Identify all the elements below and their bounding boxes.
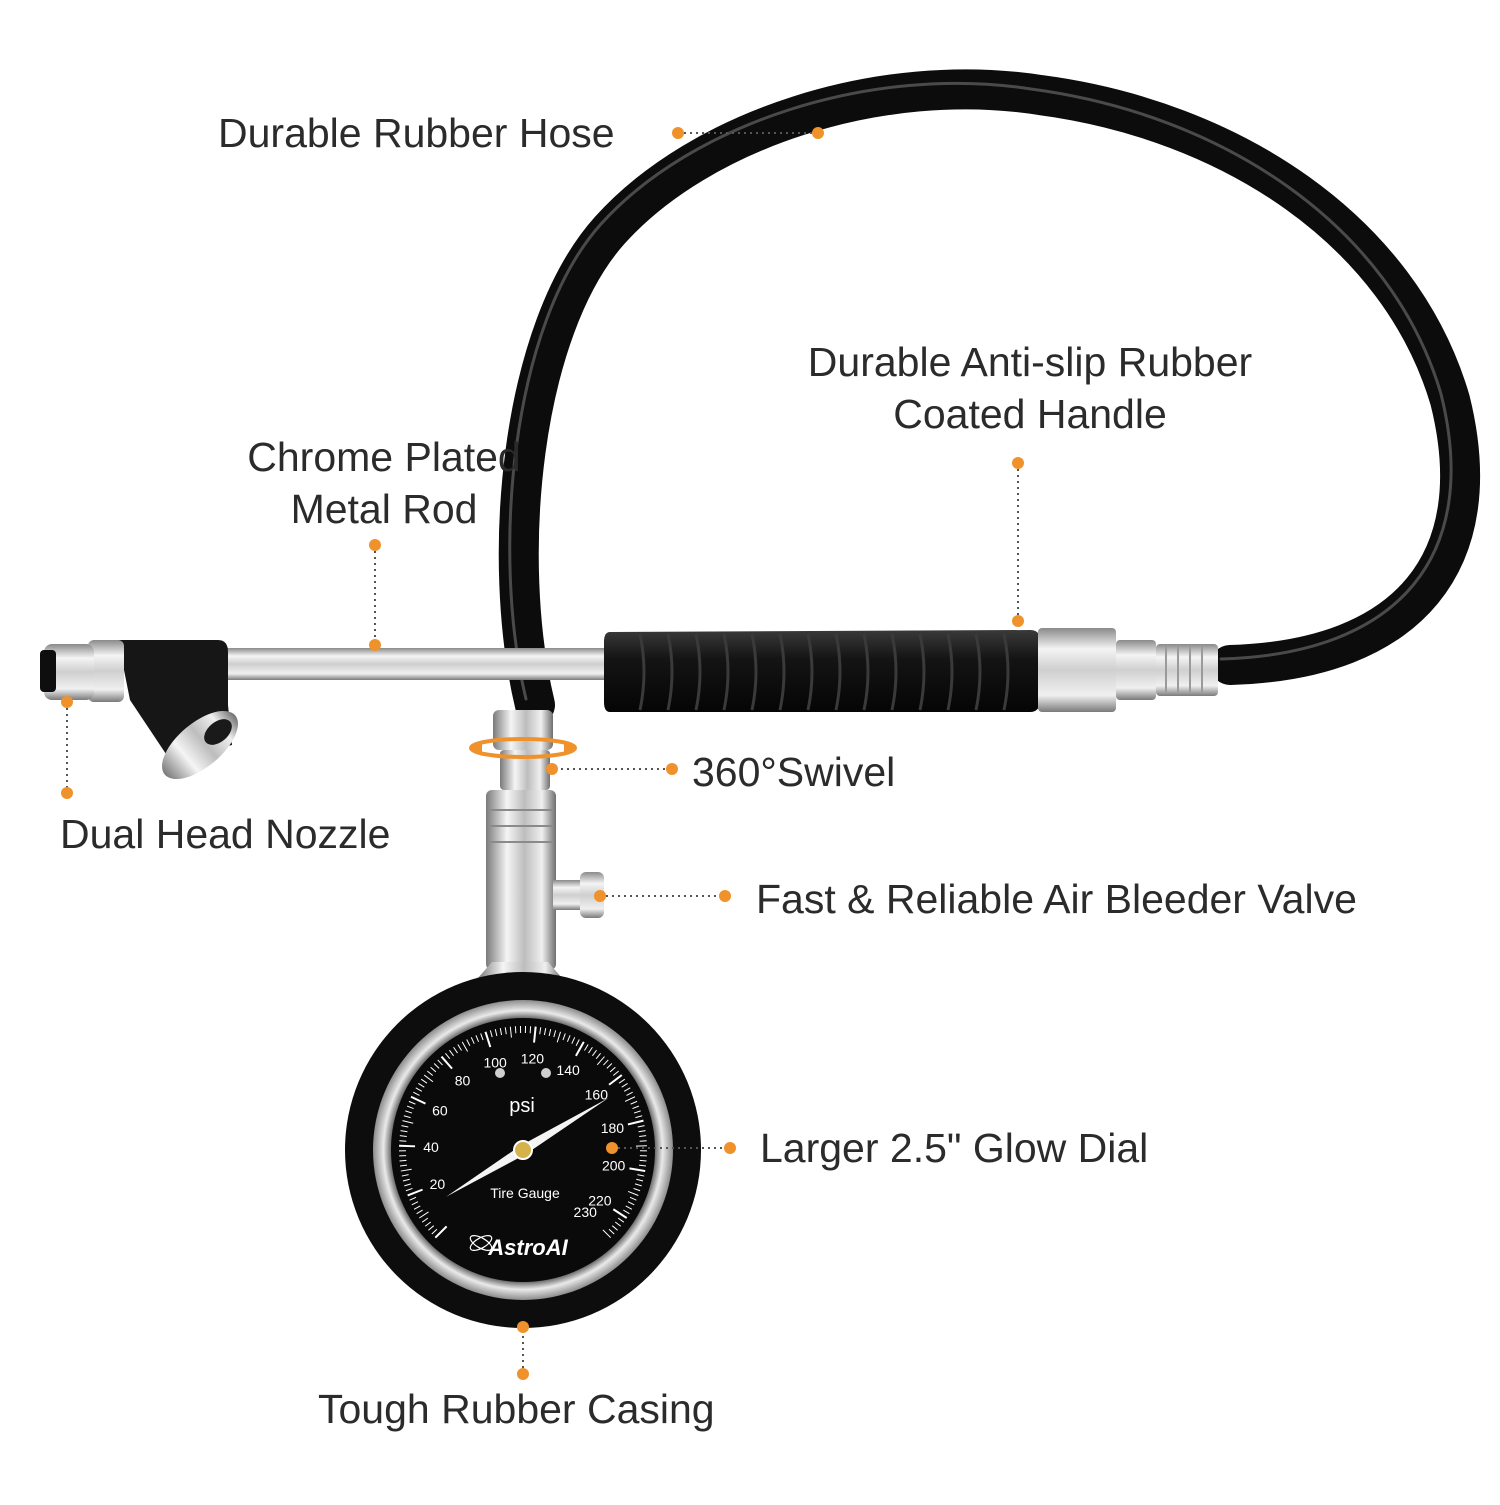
gauge-scale-label: 80 xyxy=(455,1073,471,1089)
swivel-stem xyxy=(478,710,562,978)
callout-rod-line1: Chrome Plated xyxy=(214,431,554,483)
gauge-scale-label: 100 xyxy=(483,1054,507,1070)
callout-rod: Chrome Plated Metal Rod xyxy=(214,431,554,535)
gauge-scale-label: 120 xyxy=(521,1050,545,1066)
callout-handle: Durable Anti-slip Rubber Coated Handle xyxy=(780,336,1280,440)
hose-fitting xyxy=(1038,628,1218,712)
brand-logo: AstroAI xyxy=(487,1235,568,1260)
gauge-scale-label: 20 xyxy=(430,1176,446,1192)
gauge-tick xyxy=(399,1146,415,1147)
callout-handle-line2: Coated Handle xyxy=(780,388,1280,440)
gauge-tick xyxy=(399,1160,406,1161)
gauge-scale-label: 160 xyxy=(585,1086,609,1102)
gauge-scale-label: 60 xyxy=(432,1102,448,1118)
gauge-scale-label: 40 xyxy=(423,1139,439,1155)
callout-casing: Tough Rubber Casing xyxy=(318,1383,715,1435)
gauge-scale-label: 230 xyxy=(574,1204,598,1220)
callout-swivel: 360°Swivel xyxy=(692,746,895,798)
dual-head-nozzle xyxy=(40,640,249,791)
gauge-scale-label: 140 xyxy=(556,1062,580,1078)
callout-dial: Larger 2.5" Glow Dial xyxy=(760,1122,1148,1174)
gauge-tick xyxy=(399,1141,406,1142)
gauge-tick xyxy=(640,1160,647,1161)
gauge-scale-label: 180 xyxy=(601,1120,625,1136)
callout-valve: Fast & Reliable Air Bleeder Valve xyxy=(756,873,1357,925)
callout-handle-line1: Durable Anti-slip Rubber xyxy=(780,336,1280,388)
callout-hose: Durable Rubber Hose xyxy=(218,107,615,159)
gauge-scale-label: 200 xyxy=(602,1158,626,1174)
rubber-handle xyxy=(604,630,1040,712)
gauge-caption: Tire Gauge xyxy=(490,1185,560,1201)
gauge-unit: psi xyxy=(509,1095,535,1117)
callout-rod-line2: Metal Rod xyxy=(214,483,554,535)
chrome-rod xyxy=(200,648,620,680)
gauge-tick xyxy=(640,1141,647,1142)
callout-nozzle: Dual Head Nozzle xyxy=(60,808,390,860)
